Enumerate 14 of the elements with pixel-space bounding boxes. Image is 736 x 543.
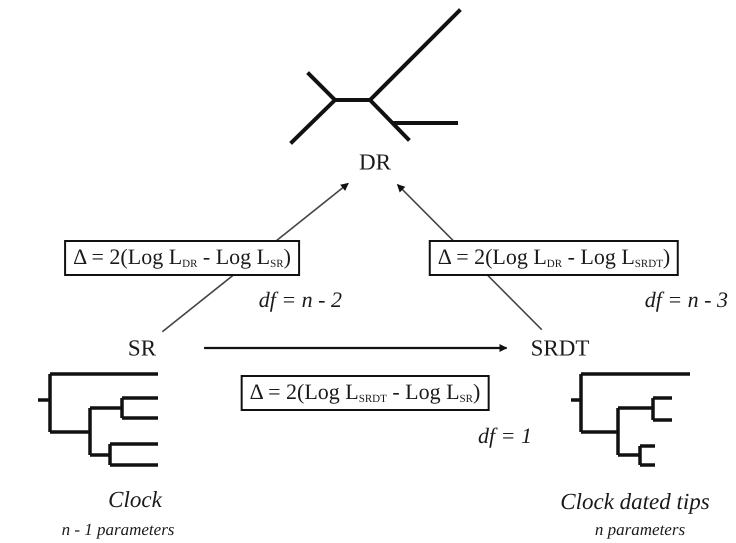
model-label: SRDT <box>530 335 590 361</box>
formula-box: Δ = 2(Log L$_{SRDT}$ - Log L$_{SR}$) <box>240 375 490 411</box>
model-label: DR <box>359 149 391 175</box>
parameter-count: n - 1 parameters <box>62 520 174 540</box>
arrow <box>204 344 508 352</box>
degrees-of-freedom: df = 1 <box>478 423 532 449</box>
formula-box: Δ = 2(Log L$_{DR}$ - Log L$_{SR}$) <box>64 240 300 276</box>
formula-box: Δ = 2(Log L$_{DR}$ - Log L$_{SRDT}$) <box>428 240 680 276</box>
model-caption: Clock <box>108 487 162 513</box>
model-caption: Clock dated tips <box>560 489 710 515</box>
parameter-count: n parameters <box>594 520 686 540</box>
degrees-of-freedom: df = n - 3 <box>644 287 728 313</box>
model-label: SR <box>128 335 156 361</box>
degrees-of-freedom: df = n - 2 <box>258 287 342 313</box>
